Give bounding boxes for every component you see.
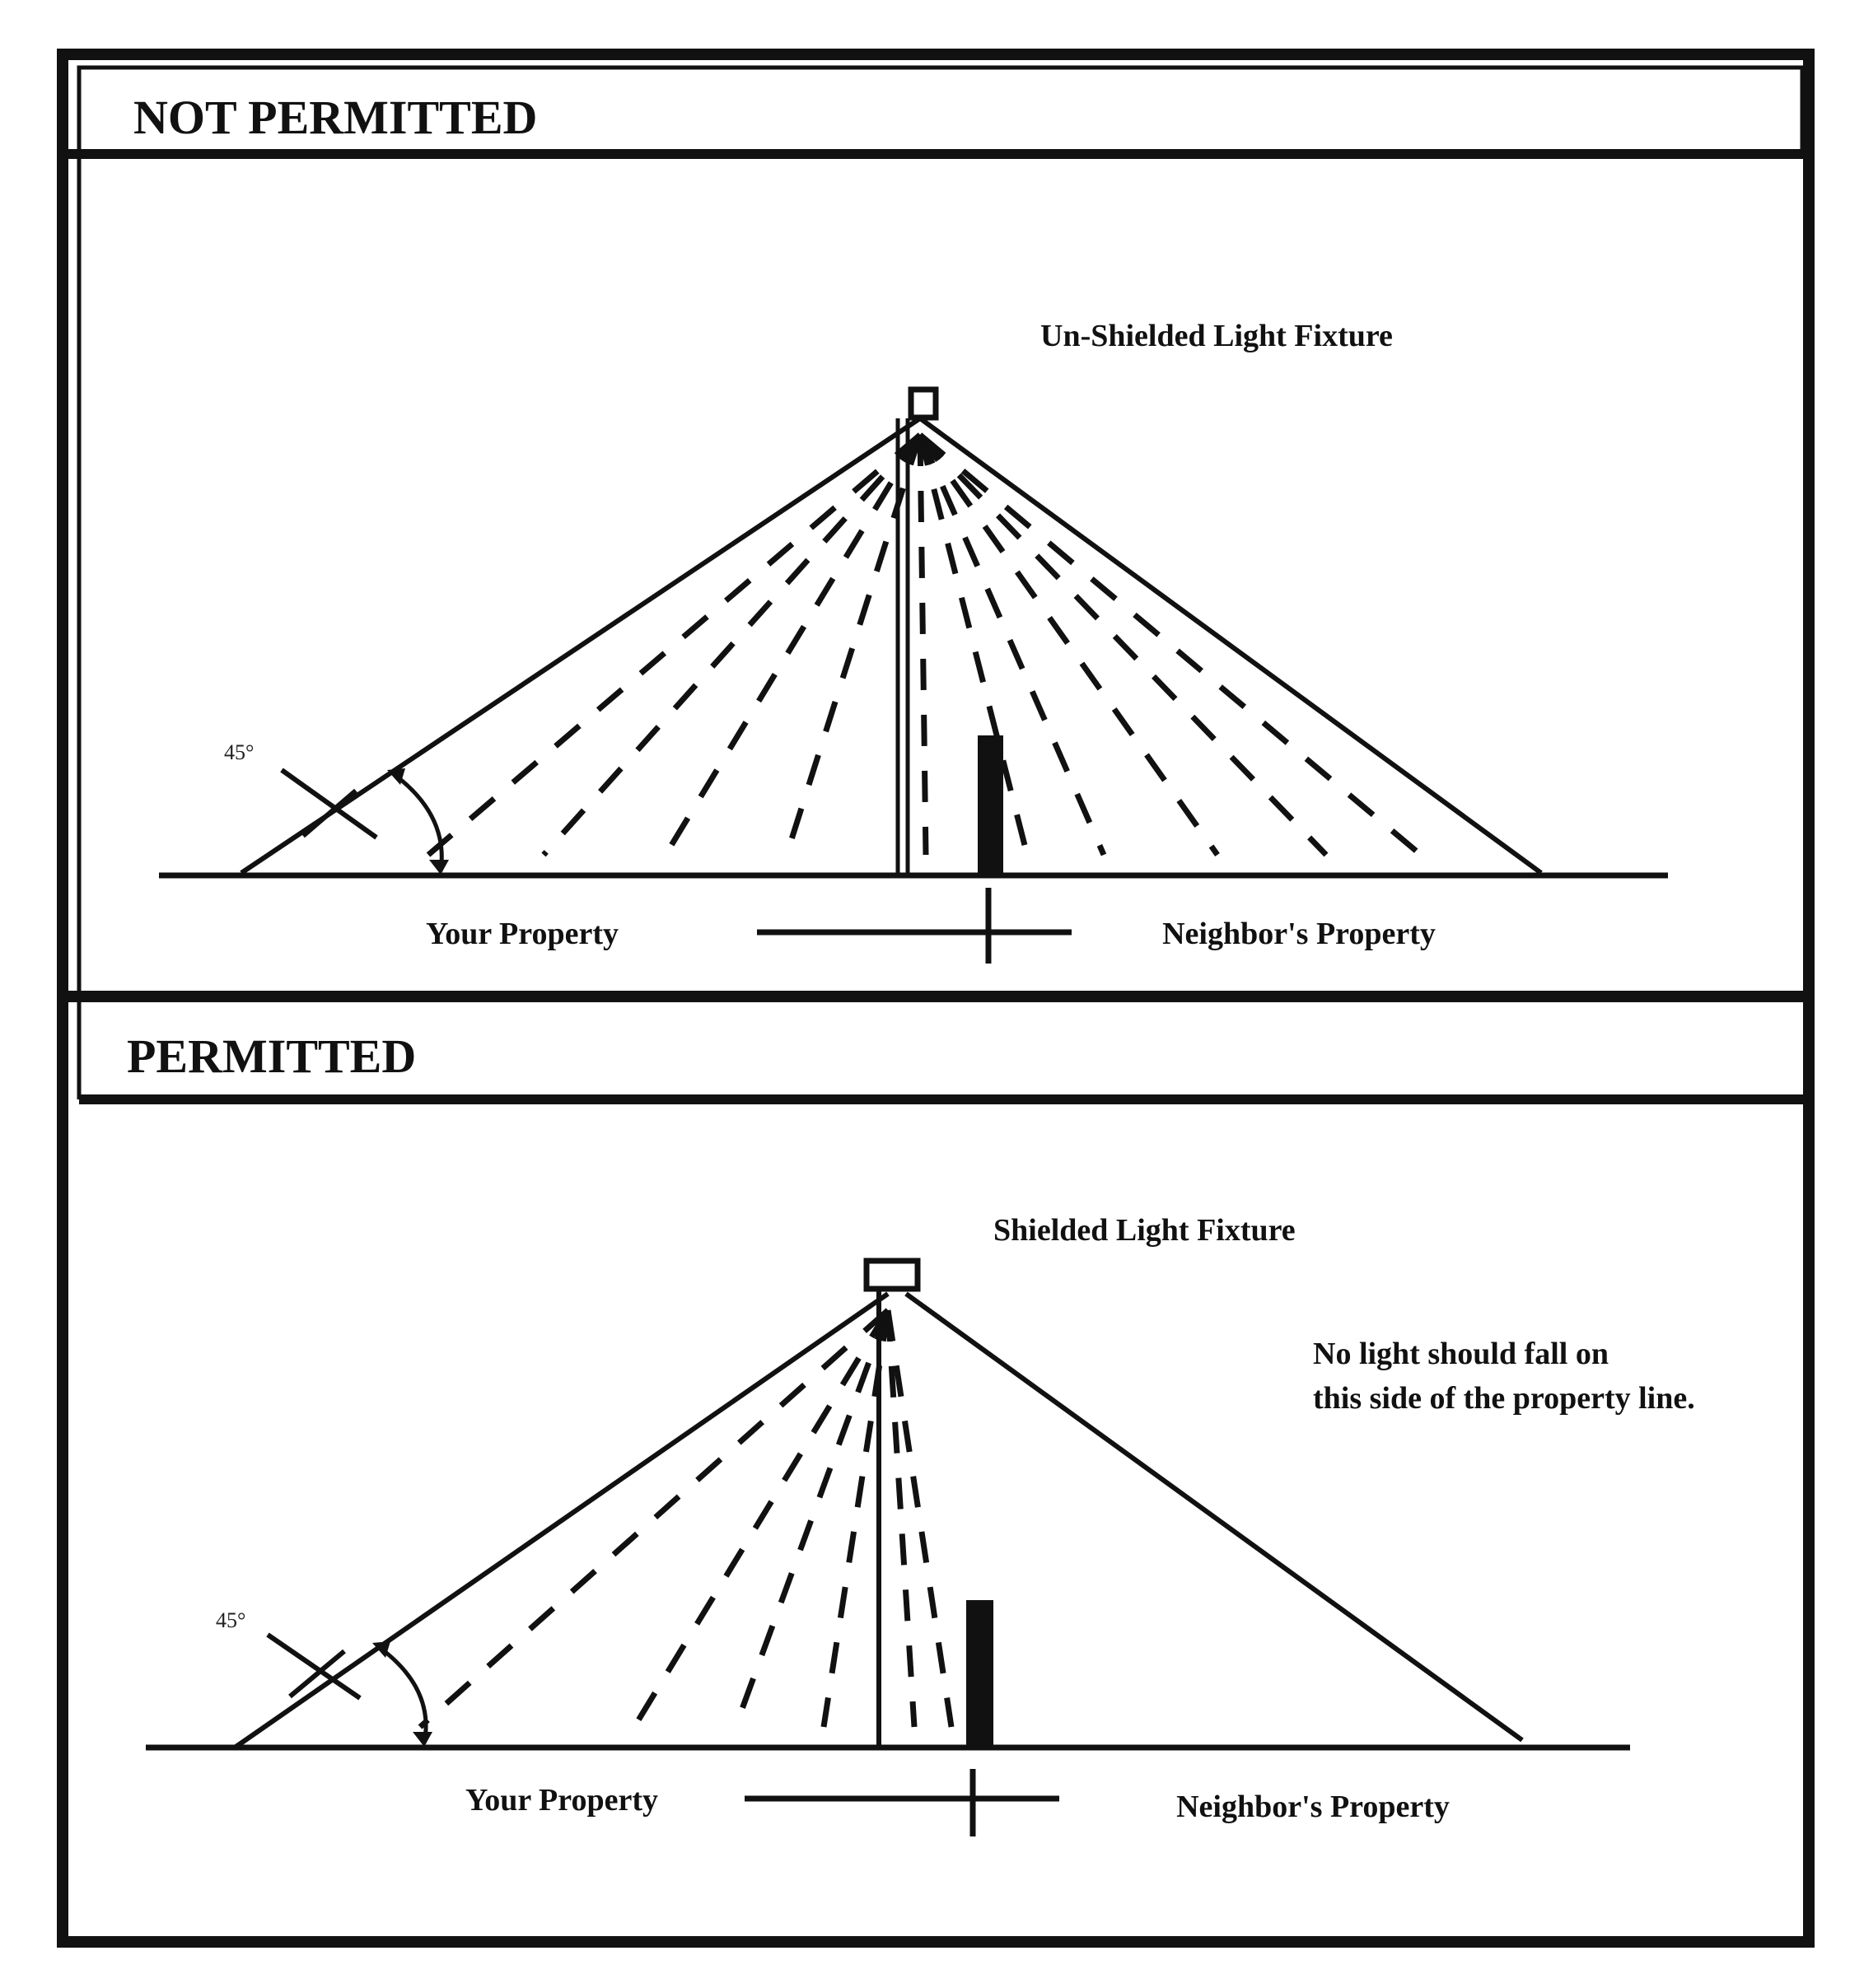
angle-arrow-icon [392, 772, 444, 872]
property-fence [978, 735, 1003, 875]
arrowheads-icon [372, 1641, 432, 1747]
arrowheads-icon [387, 768, 449, 875]
angle-label: 45° [216, 1608, 245, 1632]
neighbor-property-label: Neighbor's Property [1162, 917, 1436, 951]
light-cone-left-edge [233, 1291, 890, 1750]
light-rays [418, 1308, 955, 1729]
light-ray [917, 434, 929, 856]
light-ray [783, 433, 923, 856]
light-ray [632, 1309, 890, 1729]
light-rays [426, 432, 1423, 857]
shielded-fixture-icon [863, 1258, 921, 1292]
angle-mark-icon [288, 1649, 346, 1699]
angle-mark-icon [266, 1632, 362, 1701]
angle-label: 45° [224, 740, 254, 764]
light-ray [663, 433, 923, 856]
angle-arrow-icon [377, 1645, 428, 1744]
light-ray [541, 432, 923, 857]
property-angle-line [904, 1291, 1524, 1743]
neighbor-property-label: Neighbor's Property [1176, 1790, 1450, 1824]
angle-mark-icon [280, 768, 378, 840]
light-ray [917, 433, 1107, 856]
unshielded-diagram: Un-Shielded Light Fixture 45° Your Prope… [159, 319, 1668, 964]
shielded-fixture-label: Shielded Light Fixture [993, 1213, 1296, 1248]
shielded-diagram: Shielded Light Fixture No light should f… [146, 1213, 1695, 1836]
angle-mark-icon [301, 788, 357, 838]
unshielded-fixture-label: Un-Shielded Light Fixture [1040, 319, 1393, 353]
light-ray [426, 432, 923, 857]
light-ray [418, 1308, 890, 1729]
header-not-permitted: NOT PERMITTED [133, 91, 537, 144]
light-ray [917, 434, 1030, 856]
light-cone-left-edge [240, 416, 922, 875]
light-ray [918, 432, 1329, 857]
your-property-label: Your Property [465, 1783, 658, 1818]
property-fence [966, 1600, 993, 1748]
light-ray [820, 1309, 891, 1728]
light-ray [732, 1309, 891, 1729]
note-line-1: No light should fall on [1313, 1337, 1609, 1371]
light-ray [885, 1309, 918, 1728]
light-ray [918, 432, 1220, 857]
note-line-2: this side of the property line. [1313, 1381, 1695, 1416]
your-property-label: Your Property [426, 917, 619, 951]
light-cone-right-edge [918, 416, 1543, 875]
header-permitted: PERMITTED [127, 1029, 416, 1083]
light-fixture-icon [908, 386, 939, 421]
light-ray [885, 1309, 955, 1728]
